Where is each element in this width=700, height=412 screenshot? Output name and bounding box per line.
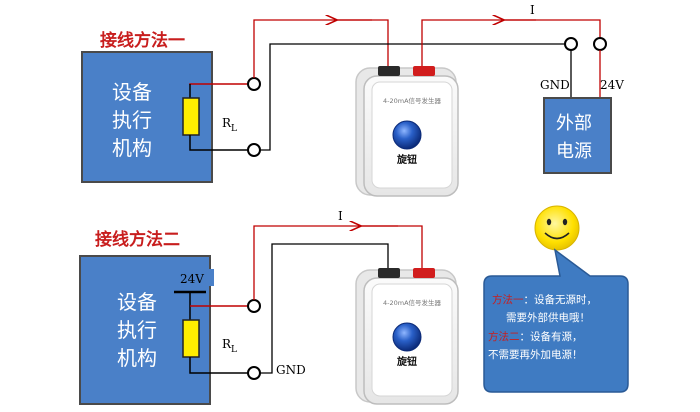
method2-terminal-top xyxy=(247,299,261,313)
method1-terminal-top xyxy=(247,77,261,91)
method2-section: 接线方法二 设备 执行 机构 24V RL I GND 4-20mA信号发生器 xyxy=(79,209,459,405)
method1-device-line3: 机构 xyxy=(112,136,152,160)
note-bubble: 方法一：设备无源时， 需要外部供电哦！ 方法二：设备有源， 不需要再外加电源！ xyxy=(483,248,629,393)
method1-resistor-label: RL xyxy=(222,116,237,134)
note-line3: 方法二：设备有源， xyxy=(488,330,583,343)
note-line2: 需要外部供电哦！ xyxy=(506,311,590,324)
method1-gnd-terminal xyxy=(564,37,578,51)
method2-gen-label: 4-20mA信号发生器 xyxy=(383,298,442,307)
method2-red-wire xyxy=(253,225,423,300)
method2-title: 接线方法二 xyxy=(95,229,180,250)
method1-resistor xyxy=(182,97,200,136)
method1-knob-label: 旋钮 xyxy=(396,153,417,166)
method2-resistor-label: RL xyxy=(222,337,237,355)
method2-gnd-label: GND xyxy=(276,363,306,377)
method1-power-line1: 外部 xyxy=(556,113,592,134)
method1-internal-black xyxy=(189,135,248,151)
method2-signal-generator: 4-20mA信号发生器 旋钮 xyxy=(355,268,459,405)
method2-knob-icon xyxy=(392,322,422,352)
note-line1: 方法一：设备无源时， xyxy=(492,293,597,306)
method1-signal-generator: 4-20mA信号发生器 旋钮 xyxy=(355,66,459,197)
method2-gen-terminal-black xyxy=(378,268,400,278)
method2-internal-black xyxy=(189,357,248,374)
method1-section: 接线方法一 设备 执行 机构 RL I GND 24V 外部 电 xyxy=(81,3,624,197)
smiley-face-icon xyxy=(534,205,580,251)
method1-power-box xyxy=(543,97,612,174)
method2-device-line3: 机构 xyxy=(117,346,157,370)
method1-black-wire-gnd xyxy=(260,43,566,151)
method1-24v-terminal xyxy=(593,37,607,51)
method1-gen-terminal-black xyxy=(378,66,400,76)
method2-knob-label: 旋钮 xyxy=(396,355,417,368)
method2-device-line2: 执行 xyxy=(117,318,157,342)
method2-resistor xyxy=(182,319,200,358)
method2-device-line1: 设备 xyxy=(117,290,157,314)
method1-gnd-label: GND xyxy=(540,78,570,92)
method1-power-line2: 电源 xyxy=(556,141,592,162)
method2-black-wire xyxy=(260,243,389,374)
method2-terminal-bottom xyxy=(247,366,261,380)
method2-current-label: I xyxy=(338,209,343,223)
method1-24v-label: 24V xyxy=(600,78,624,92)
method2-24v-label: 24V xyxy=(180,272,204,286)
method1-device-line2: 执行 xyxy=(112,108,152,132)
note-line4: 不需要再外加电源！ xyxy=(488,348,583,361)
method1-gen-terminal-red xyxy=(413,66,435,76)
method1-knob-icon xyxy=(392,120,422,150)
method2-24v-bg xyxy=(174,269,214,286)
method1-terminal-bottom xyxy=(247,143,261,157)
method1-current-label: I xyxy=(530,3,535,17)
method1-gen-label: 4-20mA信号发生器 xyxy=(383,96,442,105)
method1-device-line1: 设备 xyxy=(112,80,152,104)
method2-gen-terminal-red xyxy=(413,268,435,278)
method1-title: 接线方法一 xyxy=(100,30,185,51)
